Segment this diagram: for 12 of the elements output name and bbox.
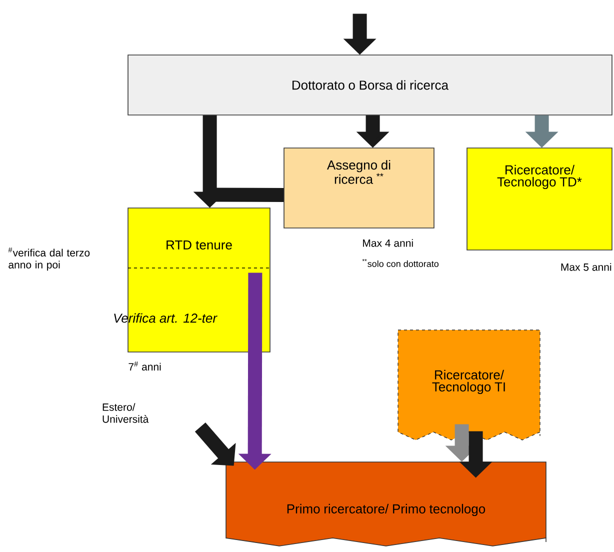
note-text: $^{#}$verifica dal terzo anno in poi <box>8 247 90 271</box>
process-box: Assegno di ricerca $^{**}$ <box>284 148 434 228</box>
node-text: Estero/ Università <box>102 403 149 423</box>
note-text: Max 5 anni <box>561 263 612 271</box>
document-box: Ricercatore/ Tecnologo TI <box>398 330 540 440</box>
block-arrow <box>194 422 236 466</box>
document-box: Primo ricercatore/ Primo tecnologo <box>226 462 546 546</box>
note-text: Max 4 anni <box>363 239 413 247</box>
note-text: 7$^{#}$ anni <box>128 361 161 371</box>
note-text: $^{**}$solo con dottorato <box>362 258 439 268</box>
process-box: Ricercatore/ Tecnologo TD* <box>466 148 612 250</box>
process-box: Dottorato o Borsa di ricerca <box>128 54 612 116</box>
